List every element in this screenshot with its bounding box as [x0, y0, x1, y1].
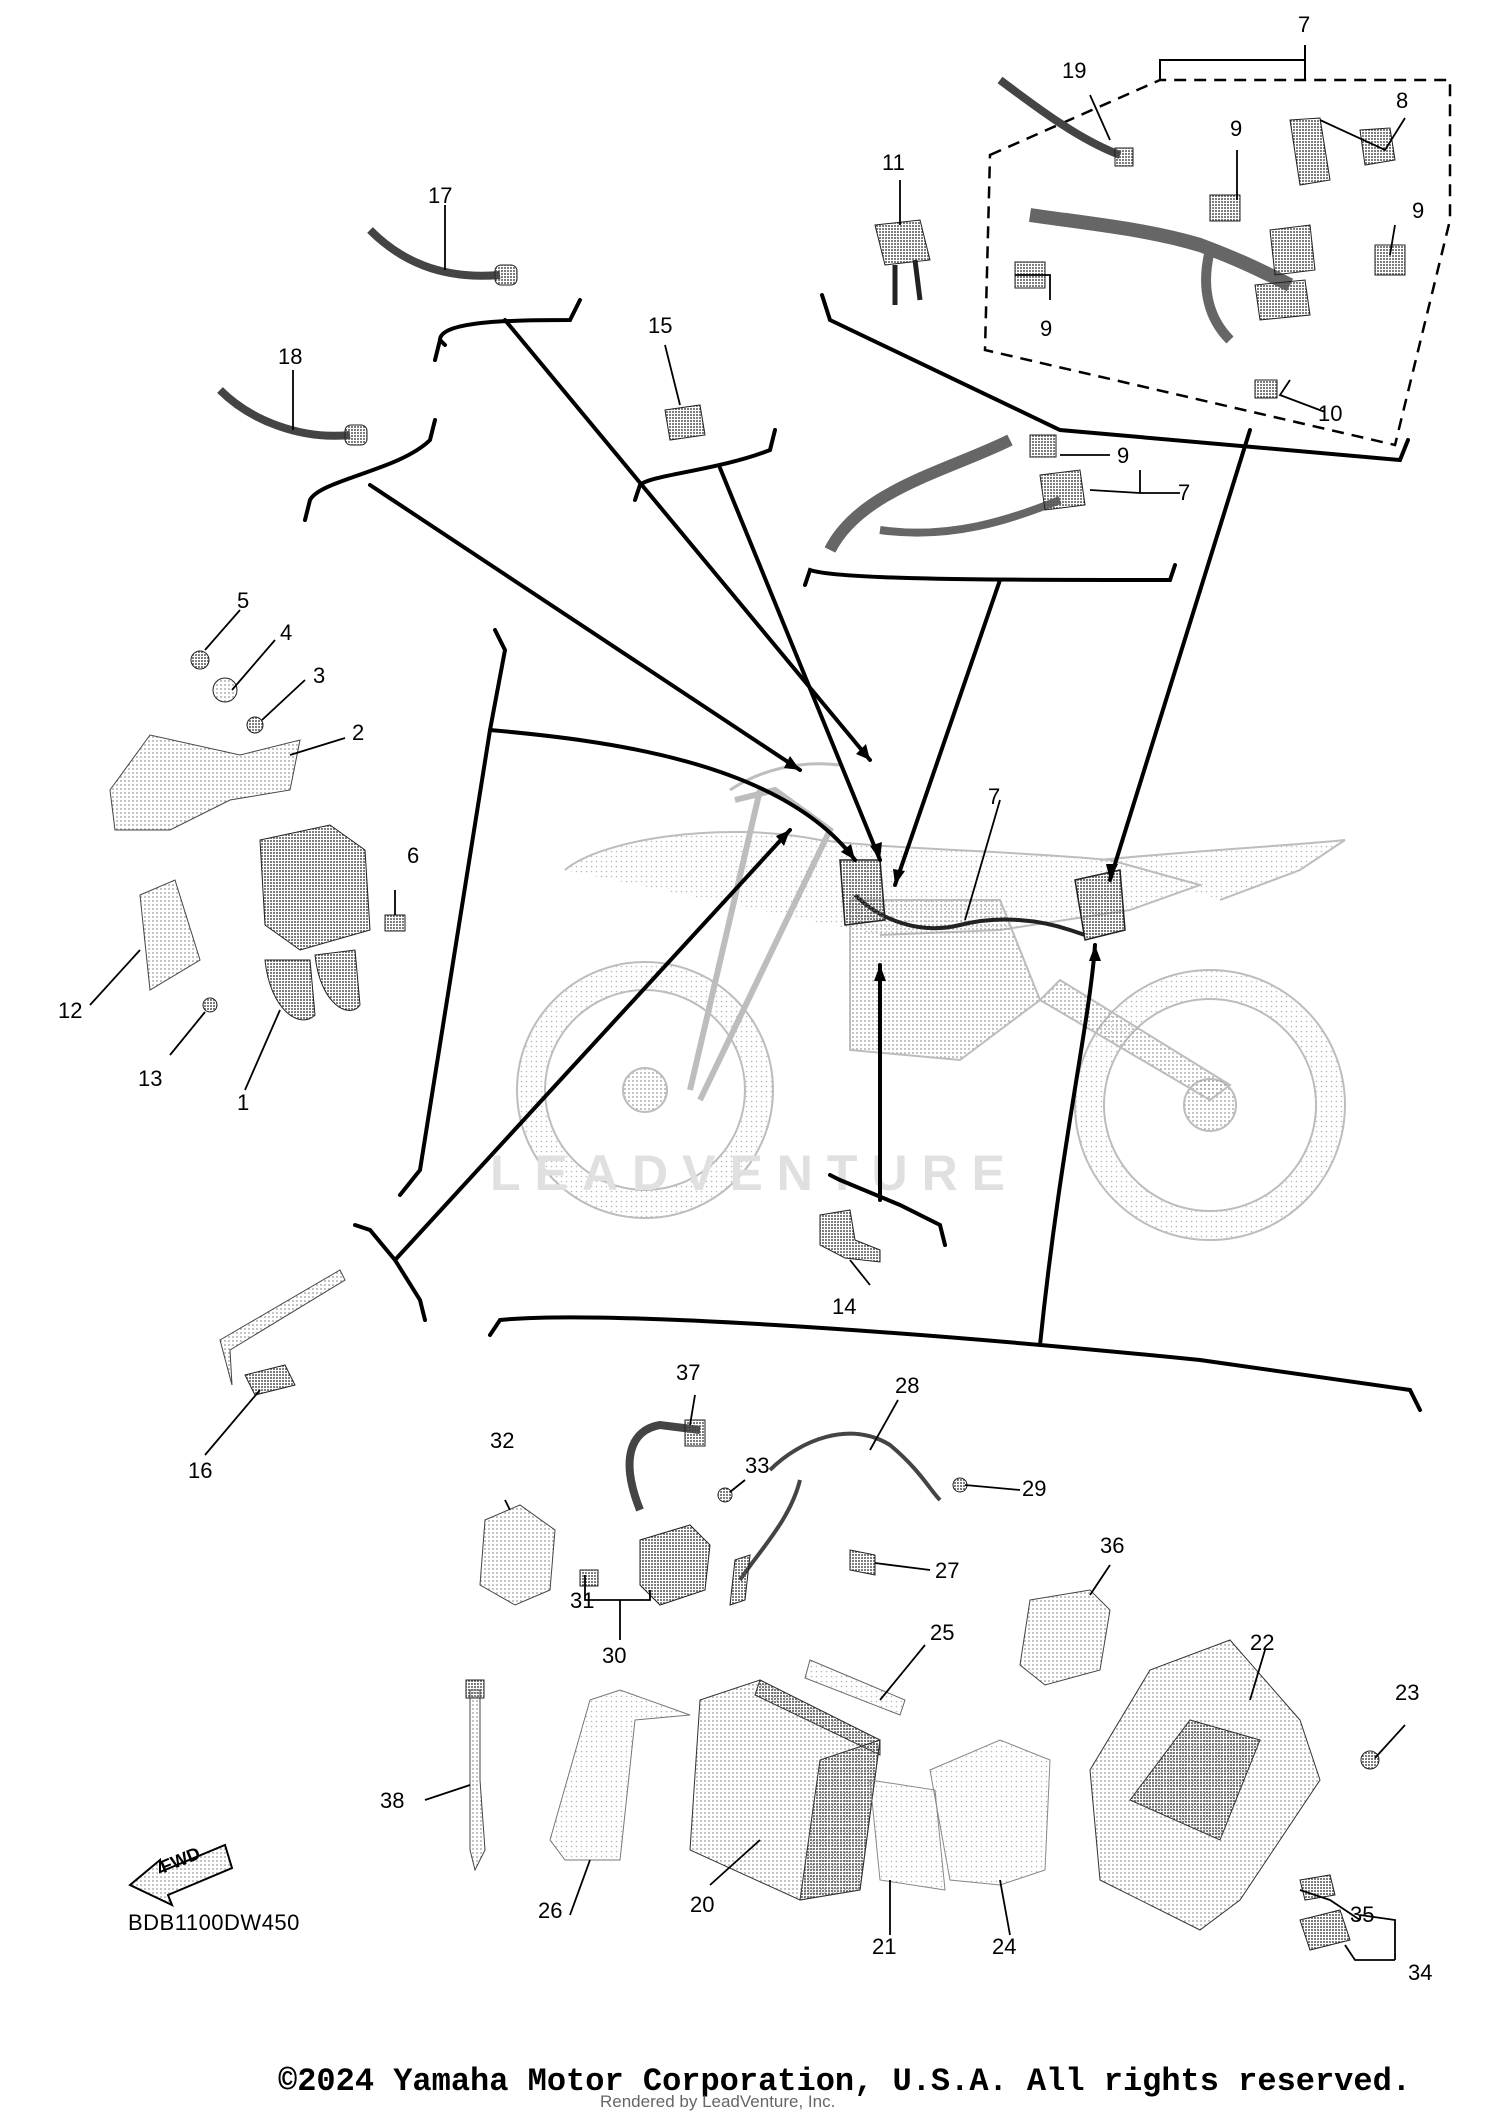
- callout-14: 14: [832, 1294, 857, 1319]
- callout-16: 16: [188, 1458, 213, 1483]
- assembly-7-bracket: [1159, 45, 1306, 80]
- harness-cluster-on-bike: [839, 859, 886, 926]
- callout-12: 12: [58, 998, 83, 1023]
- part-32-relay: [479, 1504, 556, 1606]
- callout-2: 2: [352, 720, 365, 745]
- callout-9: 9: [1230, 116, 1243, 141]
- part-11-connector: [874, 219, 931, 266]
- callout-28: 28: [895, 1373, 920, 1398]
- callout-30: 30: [602, 1643, 627, 1668]
- callout-24: 24: [992, 1934, 1017, 1959]
- part-21-pad: [869, 1779, 946, 1891]
- callout-21: 21: [872, 1934, 897, 1959]
- part-1-regulator: [259, 824, 371, 951]
- part-12-bracket: [139, 879, 201, 991]
- callout-13: 13: [138, 1066, 163, 1091]
- part-36-module: [1019, 1589, 1111, 1686]
- part-25-pad: [804, 1659, 906, 1716]
- part-30-module: [639, 1524, 711, 1606]
- part-34-connector: [1299, 1909, 1351, 1951]
- callout-38: 38: [380, 1788, 405, 1813]
- part-7-harness-top: [1029, 208, 1294, 292]
- callout-34: 34: [1408, 1960, 1433, 1985]
- arrowheads: [776, 744, 1118, 981]
- callout-9: 9: [1040, 316, 1053, 341]
- callout-27: 27: [935, 1558, 960, 1583]
- callout-25: 25: [930, 1620, 955, 1645]
- callout-31: 31: [570, 1588, 595, 1613]
- part-26-band: [549, 1689, 691, 1861]
- callout-33: 33: [745, 1453, 770, 1478]
- callout-19: 19: [1062, 58, 1087, 83]
- part-19-wire: [997, 76, 1122, 159]
- callout-17: 17: [428, 183, 453, 208]
- callout-6: 6: [407, 843, 420, 868]
- part-14-sensor: [819, 1209, 881, 1263]
- callout-32: 32: [490, 1428, 515, 1453]
- callout-1: 1: [237, 1090, 250, 1115]
- callout-37: 37: [676, 1360, 701, 1385]
- callout-26: 26: [538, 1898, 563, 1923]
- callout-36: 36: [1100, 1533, 1125, 1558]
- part-38-strap: [469, 1689, 486, 1872]
- callout-35: 35: [1350, 1902, 1375, 1927]
- part-37-wire: [625, 1420, 701, 1512]
- callout-leaders: [89, 94, 1406, 1961]
- callout-20: 20: [690, 1892, 715, 1917]
- watermark-text: LEADVENTURE: [490, 1145, 1019, 1201]
- part-17-wire: [367, 227, 501, 280]
- fwd-arrow-icon: [128, 1843, 234, 1908]
- callout-5: 5: [237, 588, 250, 613]
- callout-18: 18: [278, 344, 303, 369]
- callout-7: 7: [988, 784, 1001, 809]
- leader-lines: [303, 293, 1422, 1412]
- callout-23: 23: [1395, 1680, 1420, 1705]
- callout-7: 7: [1178, 480, 1191, 505]
- callout-15: 15: [648, 313, 673, 338]
- callout-10: 10: [1318, 401, 1343, 426]
- callout-11: 11: [882, 150, 905, 175]
- part-15-sensor: [664, 404, 706, 441]
- callout-4: 4: [280, 620, 293, 645]
- rendered-by-notice: Rendered by LeadVenture, Inc.: [600, 2092, 836, 2111]
- callout-8: 8: [1396, 88, 1409, 113]
- part-7-harness-mid: [824, 434, 1013, 553]
- part-24-cover: [929, 1739, 1051, 1886]
- part-18-wire: [217, 387, 351, 440]
- callout-22: 22: [1250, 1630, 1275, 1655]
- callout-9: 9: [1412, 198, 1425, 223]
- callout-3: 3: [313, 663, 326, 688]
- harness-module-on-bike: [1074, 869, 1126, 941]
- part-16-switch: [219, 1269, 346, 1386]
- part-28-harness: [738, 1431, 942, 1582]
- callout-7: 7: [1298, 12, 1311, 37]
- part-2-bracket: [109, 734, 301, 831]
- callout-9: 9: [1117, 443, 1130, 468]
- diagram-code: BDB1100DW450: [128, 1910, 300, 1935]
- callout-29: 29: [1022, 1476, 1047, 1501]
- copyright-notice: ©2024 Yamaha Motor Corporation, U.S.A. A…: [278, 2063, 1411, 2100]
